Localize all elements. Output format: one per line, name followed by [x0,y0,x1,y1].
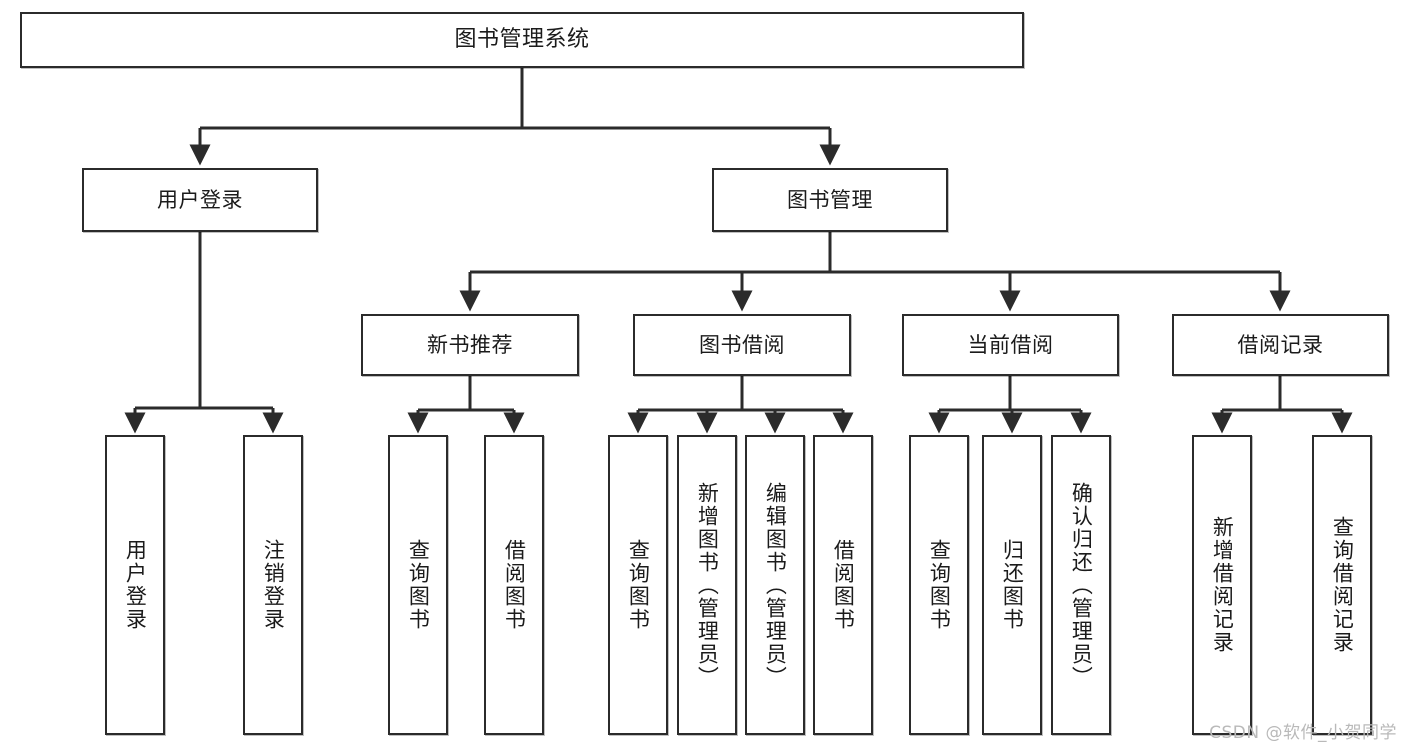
node-label: 新增借阅记录 [1210,516,1235,654]
node-leaf-8[interactable]: 查询图书 [909,435,969,735]
node-leaf-3[interactable]: 借阅图书 [484,435,544,735]
node-leaf-5[interactable]: 新增图书（管理员） [677,435,737,735]
node-level2-0[interactable]: 用户登录 [82,168,318,232]
node-label: 查询图书 [927,539,952,631]
node-level2-1[interactable]: 图书管理 [712,168,948,232]
node-leaf-4[interactable]: 查询图书 [608,435,668,735]
node-label: 确认归还（管理员） [1069,481,1094,689]
node-label: 图书管理系统 [454,27,590,53]
node-leaf-2[interactable]: 查询图书 [388,435,448,735]
node-label: 借阅图书 [502,539,527,631]
node-label: 用户登录 [123,539,148,631]
node-leaf-0[interactable]: 用户登录 [105,435,165,735]
node-label: 查询图书 [626,539,651,631]
node-level3-3[interactable]: 借阅记录 [1172,314,1389,376]
node-leaf-7[interactable]: 借阅图书 [813,435,873,735]
node-label: 新增图书（管理员） [695,481,720,689]
node-label: 编辑图书（管理员） [763,481,788,689]
node-label: 查询借阅记录 [1330,516,1355,654]
node-leaf-11[interactable]: 新增借阅记录 [1192,435,1252,735]
node-label: 新书推荐 [427,332,513,357]
node-label: 当前借阅 [967,332,1054,357]
node-label: 查询图书 [406,539,431,631]
node-level3-0[interactable]: 新书推荐 [361,314,579,376]
node-label: 图书管理 [787,187,873,212]
node-leaf-9[interactable]: 归还图书 [982,435,1042,735]
node-label: 注销登录 [261,539,286,631]
node-leaf-1[interactable]: 注销登录 [243,435,303,735]
node-label: 借阅记录 [1237,332,1324,357]
node-label: 用户登录 [157,187,243,212]
node-level3-2[interactable]: 当前借阅 [902,314,1119,376]
node-leaf-12[interactable]: 查询借阅记录 [1312,435,1372,735]
node-label: 归还图书 [1000,539,1025,631]
csdn-watermark: CSDN @软件_小贺同学 [1209,723,1397,743]
node-label: 图书借阅 [699,332,785,357]
node-leaf-10[interactable]: 确认归还（管理员） [1051,435,1111,735]
node-leaf-6[interactable]: 编辑图书（管理员） [745,435,805,735]
node-root-book-management-system[interactable]: 图书管理系统 [20,12,1024,68]
node-label: 借阅图书 [831,539,856,631]
node-level3-1[interactable]: 图书借阅 [633,314,851,376]
